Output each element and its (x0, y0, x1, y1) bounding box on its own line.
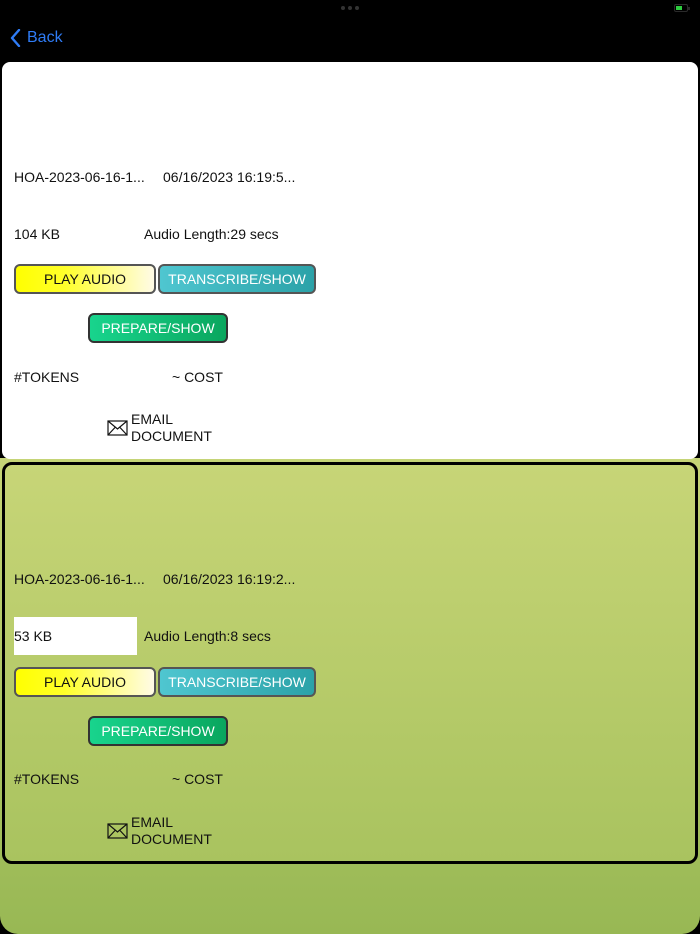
recording-filename: HOA-2023-06-16-1... (14, 571, 145, 587)
prepare-show-button[interactable]: PREPARE/SHOW (88, 716, 228, 746)
back-label: Back (27, 29, 63, 46)
back-button[interactable]: Back (10, 26, 63, 50)
email-document-button[interactable]: EMAIL DOCUMENT (107, 814, 212, 848)
envelope-icon (107, 823, 128, 839)
chevron-left-icon (10, 29, 21, 47)
email-label-line2: DOCUMENT (131, 428, 212, 444)
battery-icon (674, 4, 690, 12)
file-size: 104 KB (14, 226, 60, 242)
cost-label: ~ COST (172, 771, 223, 787)
email-label-line1: EMAIL (131, 814, 174, 830)
recording-card-selected[interactable]: HOA-2023-06-16-1... 06/16/2023 16:19:2..… (2, 462, 698, 864)
prepare-show-button[interactable]: PREPARE/SHOW (88, 313, 228, 343)
envelope-icon (107, 420, 128, 436)
tokens-label: #TOKENS (14, 771, 80, 787)
recording-datetime: 06/16/2023 16:19:2... (163, 571, 296, 587)
recording-filename: HOA-2023-06-16-1... (14, 169, 145, 185)
file-size: 53 KB (14, 628, 53, 644)
play-audio-button[interactable]: PLAY AUDIO (14, 667, 156, 697)
email-document-button[interactable]: EMAIL DOCUMENT (107, 411, 212, 445)
play-audio-button[interactable]: PLAY AUDIO (14, 264, 156, 294)
transcribe-show-button[interactable]: TRANSCRIBE/SHOW (158, 264, 316, 294)
recording-datetime: 06/16/2023 16:19:5... (163, 169, 296, 185)
transcribe-show-button[interactable]: TRANSCRIBE/SHOW (158, 667, 316, 697)
recording-card[interactable]: HOA-2023-06-16-1... 06/16/2023 16:19:5..… (2, 62, 698, 459)
cost-label: ~ COST (172, 369, 223, 385)
audio-length: Audio Length:29 secs (144, 226, 279, 242)
tokens-label: #TOKENS (14, 369, 80, 385)
audio-length: Audio Length:8 secs (144, 628, 271, 644)
email-label-line1: EMAIL (131, 411, 174, 427)
file-size-highlight (14, 617, 137, 655)
multitasking-dots[interactable] (341, 6, 359, 12)
email-label-line2: DOCUMENT (131, 831, 212, 847)
